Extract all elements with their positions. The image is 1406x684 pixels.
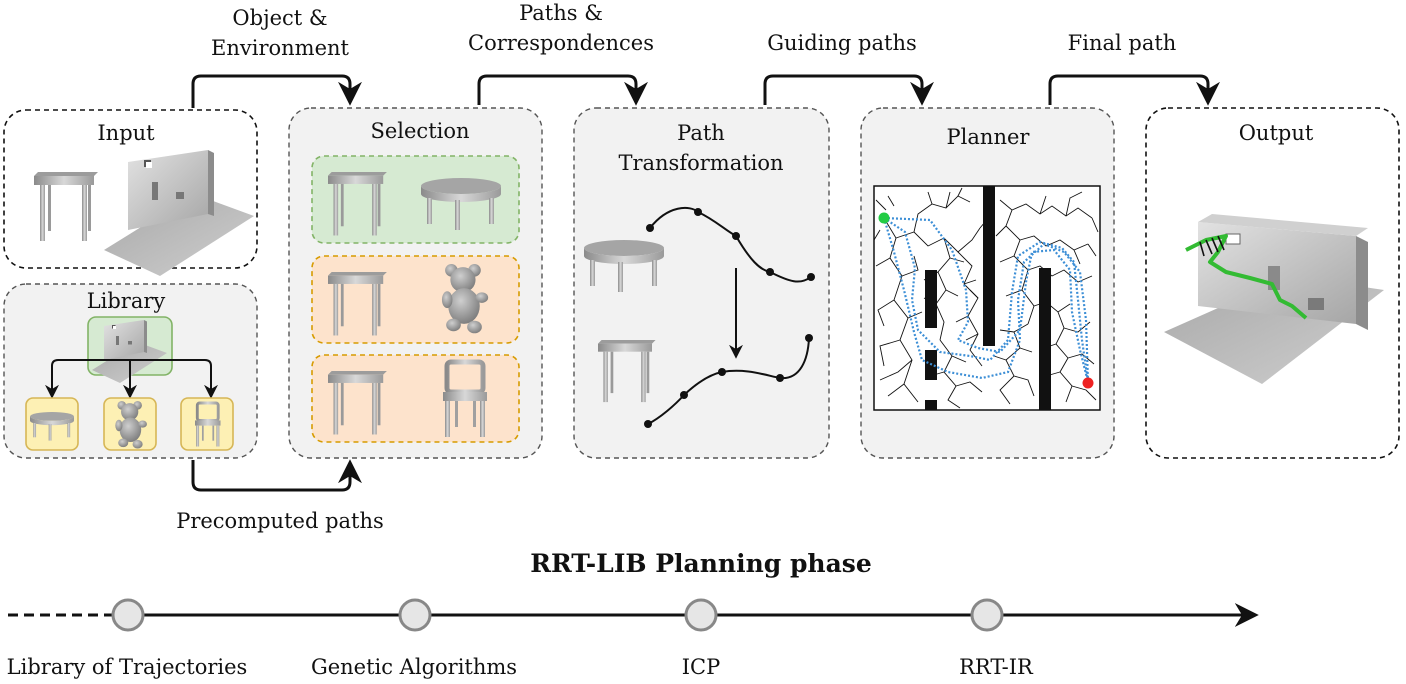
start-node	[878, 212, 890, 224]
planner-title: Planner	[947, 125, 1031, 149]
arrow-object-environment	[191, 74, 362, 108]
path-transformation-title-1: Path	[677, 121, 725, 145]
arrow-guiding-paths	[763, 74, 934, 106]
path-transformation-title-2: Transformation	[618, 151, 783, 175]
arrow-label-environment: Environment	[211, 36, 350, 60]
obstacle-wall-2	[925, 270, 937, 328]
arrow-final-path	[1048, 74, 1220, 106]
arrow-label-guiding-paths: Guiding paths	[767, 31, 917, 55]
output-panel: Output	[1145, 107, 1400, 459]
arrow-label-correspondences: Correspondences	[468, 31, 654, 55]
milestone-label-genetic: Genetic Algorithms	[311, 655, 517, 679]
arrow-label-object: Object &	[232, 6, 327, 30]
input-title: Input	[97, 121, 155, 145]
library-title: Library	[87, 289, 166, 313]
arrow-precomputed-paths	[191, 459, 362, 492]
selection-candidate-chair	[311, 354, 520, 443]
milestone-label-library: Library of Trajectories	[7, 655, 248, 679]
output-scene	[1164, 214, 1384, 384]
timeline-milestone-rrt-ir: RRT-IR	[959, 598, 1034, 679]
goal-node	[1082, 377, 1094, 389]
path-transformation-panel: Path Transformation	[573, 107, 830, 459]
output-title: Output	[1239, 121, 1314, 145]
library-item-teddy	[103, 397, 157, 451]
planner-map	[873, 185, 1101, 411]
arrow-paths-correspondences	[477, 74, 648, 106]
timeline-milestone-icp: ICP	[682, 598, 721, 679]
selection-title: Selection	[370, 119, 469, 143]
obstacle-wall-1	[983, 186, 995, 346]
transformed-path	[644, 334, 813, 428]
guiding-paths	[882, 216, 1090, 383]
obstacle-wall-5	[1039, 268, 1051, 410]
timeline-milestone-library: Library of Trajectories	[7, 598, 248, 679]
library-item-chair	[180, 397, 234, 451]
milestone-label-icp: ICP	[682, 655, 721, 679]
obstacle-wall-4	[925, 400, 937, 410]
library-panel: Library	[3, 283, 258, 459]
library-item-round-table	[25, 397, 79, 451]
arrow-label-paths: Paths &	[519, 1, 603, 25]
planner-panel: Planner	[860, 107, 1115, 459]
arrow-label-final-path: Final path	[1068, 31, 1177, 55]
timeline-title: RRT-LIB Planning phase	[530, 549, 872, 578]
selection-candidate-teddy	[311, 255, 520, 344]
selection-match-round-table	[311, 155, 520, 244]
selection-panel: Selection	[288, 107, 543, 459]
milestone-label-rrt-ir: RRT-IR	[959, 655, 1034, 679]
arrow-label-precomputed-paths: Precomputed paths	[176, 509, 384, 533]
source-path	[646, 206, 815, 283]
input-panel: Input	[3, 109, 258, 276]
timeline-milestone-genetic: Genetic Algorithms	[311, 598, 517, 679]
